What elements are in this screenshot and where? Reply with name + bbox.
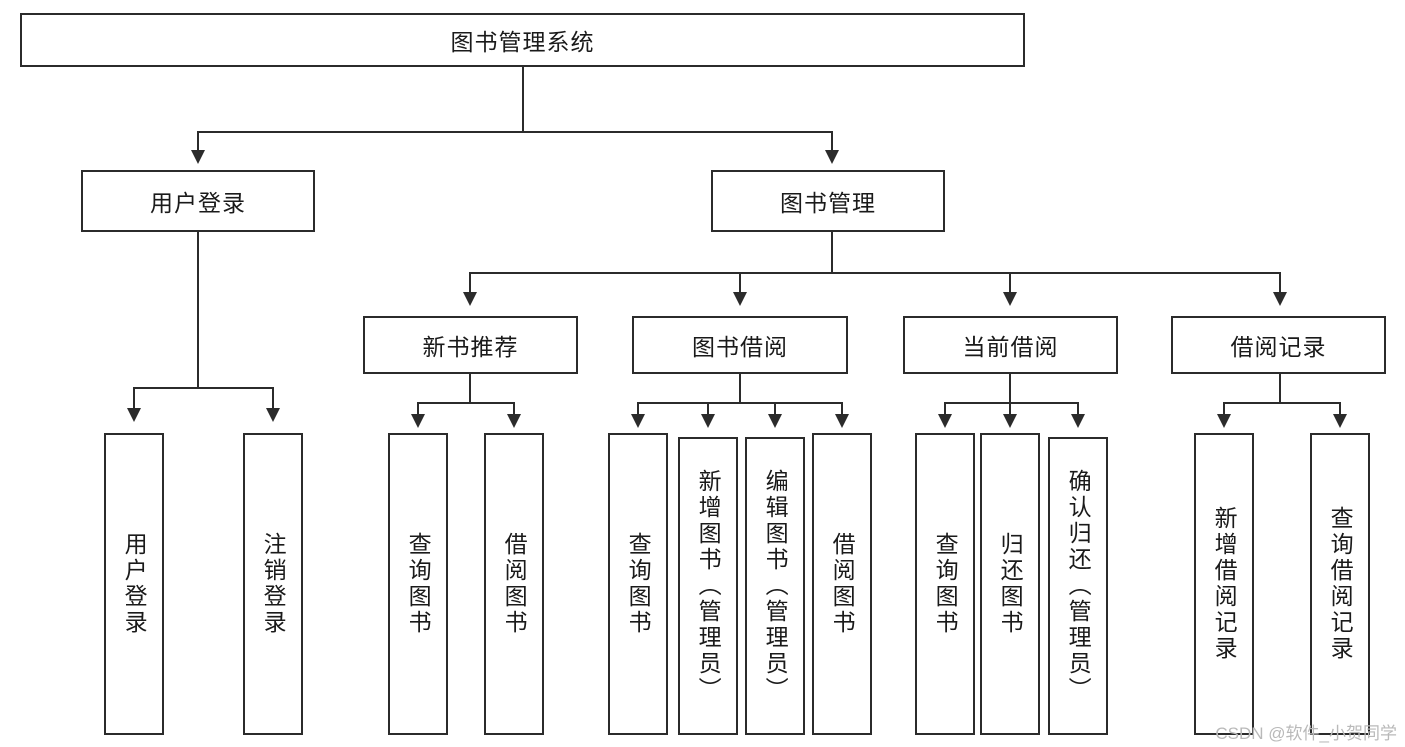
arrowhead-leaf-query-book — [631, 414, 645, 428]
node-leaf-borrow-book-label: 借阅图书 — [829, 532, 856, 636]
node-book-borrow[interactable]: 图书借阅 — [632, 316, 848, 374]
connector-to-new-book-rec — [469, 272, 471, 294]
arrowhead-leaf-query-record — [1333, 414, 1347, 428]
connector-root-to-user-login — [197, 131, 199, 153]
node-leaf-confirm-return-label: 确认归还（管理员） — [1065, 469, 1092, 703]
connector-book-manage-stem — [831, 232, 833, 272]
node-new-book-rec[interactable]: 新书推荐 — [363, 316, 578, 374]
node-leaf-logout-label: 注销登录 — [260, 532, 287, 636]
node-leaf-query-record-label: 查询借阅记录 — [1327, 506, 1354, 662]
connector-current-borrow-stem — [1009, 374, 1011, 402]
connector-new-book-rec-stem — [469, 374, 471, 402]
arrowhead-user-login — [191, 150, 205, 164]
arrowhead-leaf-borrow-book-rec — [507, 414, 521, 428]
node-leaf-borrow-book[interactable]: 借阅图书 — [812, 433, 872, 735]
connector-new-book-rec-bus — [417, 402, 515, 404]
node-leaf-return-book-label: 归还图书 — [997, 532, 1024, 636]
arrowhead-new-book-rec — [463, 292, 477, 306]
connector-to-leaf-add-record — [1223, 402, 1225, 416]
node-leaf-add-book[interactable]: 新增图书（管理员） — [678, 437, 738, 735]
arrowhead-leaf-confirm-return — [1071, 414, 1085, 428]
connector-to-leaf-add-book — [707, 402, 709, 416]
connector-to-leaf-user-login — [133, 387, 135, 410]
watermark: CSDN @软件_小贺同学 — [1215, 724, 1397, 743]
connector-to-leaf-logout — [272, 387, 274, 410]
connector-root-to-book-manage — [831, 131, 833, 153]
node-root[interactable]: 图书管理系统 — [20, 13, 1025, 67]
node-book-manage[interactable]: 图书管理 — [711, 170, 945, 232]
node-leaf-borrow-book-rec-label: 借阅图书 — [501, 532, 528, 636]
node-leaf-query-book-rec[interactable]: 查询图书 — [388, 433, 448, 735]
node-new-book-rec-label: 新书推荐 — [422, 334, 519, 360]
arrowhead-leaf-user-login — [127, 408, 141, 422]
node-leaf-edit-book[interactable]: 编辑图书（管理员） — [745, 437, 805, 735]
connector-to-leaf-borrow-book-rec — [513, 402, 515, 416]
node-leaf-add-record-label: 新增借阅记录 — [1211, 506, 1238, 662]
connector-to-leaf-return-book — [1009, 402, 1011, 416]
arrowhead-leaf-borrow-book — [835, 414, 849, 428]
node-leaf-query-book[interactable]: 查询图书 — [608, 433, 668, 735]
connector-user-login-stem — [197, 232, 199, 387]
connector-to-leaf-query-record — [1339, 402, 1341, 416]
arrowhead-leaf-add-record — [1217, 414, 1231, 428]
connector-to-leaf-query-book — [637, 402, 639, 416]
connector-to-leaf-edit-book — [774, 402, 776, 416]
node-current-borrow-label: 当前借阅 — [962, 334, 1059, 360]
arrowhead-leaf-return-book — [1003, 414, 1017, 428]
connector-borrow-record-bus — [1223, 402, 1341, 404]
connector-borrow-record-stem — [1279, 374, 1281, 402]
arrowhead-leaf-add-book — [701, 414, 715, 428]
node-borrow-record-label: 借阅记录 — [1230, 334, 1327, 360]
connector-to-current-borrow — [1009, 272, 1011, 294]
arrowhead-leaf-query-book-rec — [411, 414, 425, 428]
connector-user-login-bus — [133, 387, 273, 389]
node-leaf-borrow-book-rec[interactable]: 借阅图书 — [484, 433, 544, 735]
node-leaf-query-book-cur-label: 查询图书 — [932, 532, 959, 636]
node-leaf-query-book-rec-label: 查询图书 — [405, 532, 432, 636]
node-book-manage-label: 图书管理 — [780, 190, 876, 216]
node-leaf-query-book-label: 查询图书 — [625, 532, 652, 636]
connector-to-book-borrow — [739, 272, 741, 294]
arrowhead-book-borrow — [733, 292, 747, 306]
connector-book-borrow-bus — [637, 402, 843, 404]
node-leaf-user-login[interactable]: 用户登录 — [104, 433, 164, 735]
connector-root-bus — [197, 131, 833, 133]
node-root-label: 图书管理系统 — [450, 29, 595, 55]
connector-book-manage-bus — [469, 272, 1280, 274]
node-current-borrow[interactable]: 当前借阅 — [903, 316, 1118, 374]
arrowhead-book-manage — [825, 150, 839, 164]
node-leaf-logout[interactable]: 注销登录 — [243, 433, 303, 735]
node-borrow-record[interactable]: 借阅记录 — [1171, 316, 1386, 374]
node-book-borrow-label: 图书借阅 — [692, 334, 788, 360]
connector-to-leaf-query-book-rec — [417, 402, 419, 416]
connector-book-borrow-stem — [739, 374, 741, 402]
connector-to-borrow-record — [1279, 272, 1281, 294]
arrowhead-borrow-record — [1273, 292, 1287, 306]
node-leaf-user-login-label: 用户登录 — [121, 532, 148, 636]
connector-current-borrow-bus — [944, 402, 1078, 404]
connector-to-leaf-confirm-return — [1077, 402, 1079, 416]
arrowhead-leaf-logout — [266, 408, 280, 422]
node-user-login[interactable]: 用户登录 — [81, 170, 315, 232]
arrowhead-leaf-query-book-cur — [938, 414, 952, 428]
arrowhead-leaf-edit-book — [768, 414, 782, 428]
node-leaf-add-record[interactable]: 新增借阅记录 — [1194, 433, 1254, 735]
node-leaf-add-book-label: 新增图书（管理员） — [695, 469, 722, 703]
node-leaf-query-book-cur[interactable]: 查询图书 — [915, 433, 975, 735]
node-user-login-label: 用户登录 — [150, 190, 246, 216]
connector-to-leaf-query-book-cur — [944, 402, 946, 416]
node-leaf-edit-book-label: 编辑图书（管理员） — [762, 469, 789, 703]
node-leaf-query-record[interactable]: 查询借阅记录 — [1310, 433, 1370, 735]
node-leaf-confirm-return[interactable]: 确认归还（管理员） — [1048, 437, 1108, 735]
arrowhead-current-borrow — [1003, 292, 1017, 306]
connector-root-stem — [522, 67, 524, 131]
connector-to-leaf-borrow-book — [841, 402, 843, 416]
node-leaf-return-book[interactable]: 归还图书 — [980, 433, 1040, 735]
